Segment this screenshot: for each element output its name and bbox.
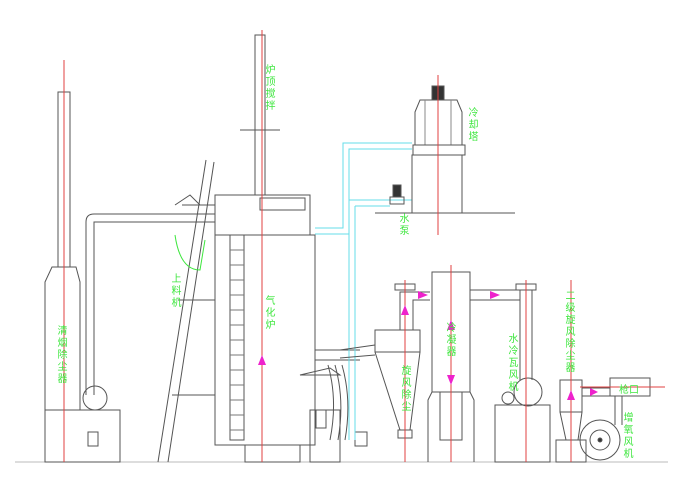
smoke-dust-remover (44, 60, 215, 463)
gasifier (214, 30, 368, 463)
water-pipes (315, 142, 412, 440)
secondary-cyclone (555, 280, 610, 463)
cyclone-dust-remover (339, 280, 430, 462)
label-secondary-cyclone: 二级旋风除尘器 (563, 290, 574, 374)
label-furnace-top-stirring: 炉顶搅拌 (263, 64, 274, 112)
feeder (157, 159, 215, 463)
label-cooling-tower: 冷却塔 (466, 107, 477, 143)
water-cooled-fan (494, 280, 551, 463)
label-smoke-dust-remover: 清烟除尘器 (55, 325, 66, 385)
flow-arrows (258, 291, 598, 400)
label-burner-outlet: 枪口 (619, 385, 639, 396)
cooling-tower (375, 75, 515, 235)
label-water-cooled-fan: 水冷瓦风机 (506, 333, 517, 393)
label-condenser: 冷凝器 (444, 322, 455, 358)
label-gasifier: 气化炉 (263, 295, 274, 331)
label-feeder: 上料机 (169, 273, 180, 309)
label-cyclone-dust-remover: 旋风除尘 (399, 365, 410, 413)
outlet-and-fan (579, 377, 665, 461)
condenser (427, 265, 520, 462)
label-water-pump: 水泵 (397, 213, 408, 237)
label-oxygen-booster-fan: 增氧风机 (621, 412, 632, 460)
